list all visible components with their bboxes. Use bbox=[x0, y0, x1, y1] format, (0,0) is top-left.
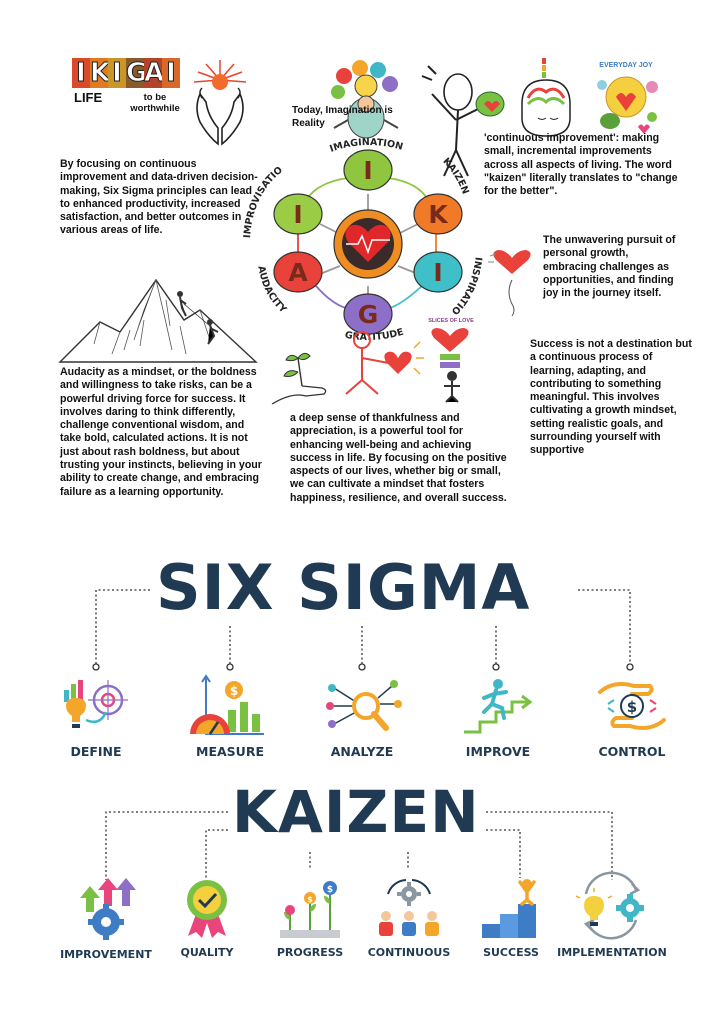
gear-arrows-icon bbox=[80, 878, 136, 940]
kaizen-item-improvement: IMPROVEMENT bbox=[58, 876, 154, 961]
meditation-head-illustration bbox=[521, 58, 571, 137]
imagination-note-text: Today, Imagination is Reality bbox=[292, 105, 393, 129]
success-label: SUCCESS bbox=[483, 946, 539, 959]
control-label: CONTROL bbox=[598, 744, 666, 759]
everyday-joy-title: EVERYDAY JOY bbox=[599, 62, 653, 69]
improvement-label: IMPROVEMENT bbox=[60, 948, 152, 961]
heart-giving-illustration bbox=[345, 331, 424, 395]
node-bottom-right-circle bbox=[413, 251, 463, 293]
node-top-right-letter: K bbox=[428, 200, 449, 229]
success-definition-text: Success is not a destination but a conti… bbox=[530, 338, 692, 457]
waving-figure-illustration bbox=[421, 65, 505, 177]
center-heart-icon bbox=[333, 209, 403, 279]
gauge-chart-icon: $ bbox=[190, 674, 264, 735]
target-bulb-icon bbox=[64, 680, 128, 728]
node-bottom-right-letter: I bbox=[433, 258, 442, 287]
ikigai-wheel: IMAGINATION KAIZEN INSPIRATION GRATITUDE… bbox=[232, 126, 484, 343]
kaizen-item-implementation: IMPLEMENTATION bbox=[556, 871, 668, 959]
ikigai-letter: I bbox=[72, 58, 90, 89]
ikigai-letter: K bbox=[90, 58, 111, 89]
node-bottom-left-circle bbox=[273, 251, 323, 293]
implementation-label: IMPLEMENTATION bbox=[557, 946, 667, 959]
gratitude-definition-text: a deep sense of thankfulness and appreci… bbox=[290, 412, 507, 504]
node-bottom-left: A bbox=[273, 251, 323, 293]
climbing-stairs-icon bbox=[464, 679, 533, 734]
svg-text:$: $ bbox=[627, 698, 637, 716]
imagination-figure-illustration bbox=[331, 60, 399, 139]
six-sigma-item-measure: $ MEASURE bbox=[184, 674, 276, 759]
hands-dollar-icon: $ bbox=[598, 682, 666, 730]
node-top-left-letter: I bbox=[293, 200, 302, 229]
team-gear-icon bbox=[379, 879, 439, 936]
ikigai-letter: G bbox=[126, 58, 148, 89]
six-sigma-intro-text: By focusing on continuous improvement an… bbox=[60, 158, 258, 237]
ikigai-letter: A bbox=[144, 58, 165, 89]
everyday-joy-illustration: EVERYDAY JOY bbox=[588, 62, 664, 140]
six-sigma-title: SIX SIGMA bbox=[156, 551, 531, 624]
kaizen-item-continuous: CONTINUOUS bbox=[366, 876, 452, 959]
magnifier-network-icon bbox=[326, 680, 402, 731]
ikigai-life: LIFE bbox=[74, 90, 103, 105]
money-plants-icon: $ $ bbox=[280, 881, 340, 938]
measure-label: MEASURE bbox=[196, 744, 264, 759]
node-bottom-right: I bbox=[413, 251, 463, 293]
ikigai-worthwhile: to be worthwhile bbox=[130, 92, 180, 114]
kaizen-item-quality: QUALITY bbox=[172, 876, 242, 959]
inspiration-definition-text: The unwavering pursuit of personal growt… bbox=[543, 234, 676, 300]
kaizen-connectors bbox=[105, 811, 613, 880]
bulb-gear-cycle-icon bbox=[575, 871, 644, 940]
ikigai-letter: I bbox=[162, 58, 180, 89]
node-bottom-left-letter: A bbox=[288, 258, 308, 287]
svg-text:$: $ bbox=[307, 895, 313, 904]
mountain-climbers-illustration bbox=[58, 278, 258, 363]
kaizen-item-success: SUCCESS bbox=[478, 876, 544, 959]
heart-balloon-illustration bbox=[488, 250, 531, 317]
continuous-label: CONTINUOUS bbox=[367, 946, 451, 959]
node-bottom: G bbox=[343, 293, 393, 335]
analyze-label: ANALYZE bbox=[330, 744, 394, 759]
six-sigma-item-analyze: ANALYZE bbox=[320, 676, 404, 759]
slices-of-love-title: SLICES OF LOVE bbox=[428, 318, 474, 324]
svg-text:$: $ bbox=[230, 684, 238, 698]
node-bottom-letter: G bbox=[358, 300, 379, 329]
node-top-circle bbox=[343, 149, 393, 191]
kaizen-item-progress: $ $ PROGRESS bbox=[272, 876, 348, 959]
imagination-note: Today, Imagination is Reality bbox=[292, 104, 410, 148]
quality-label: QUALITY bbox=[180, 946, 234, 959]
six-sigma-item-control: $ CONTROL bbox=[594, 676, 670, 759]
ikigai-letter: I bbox=[108, 58, 126, 89]
progress-label: PROGRESS bbox=[276, 946, 344, 959]
improve-label: IMPROVE bbox=[465, 744, 531, 759]
six-sigma-item-improve: IMPROVE bbox=[456, 676, 540, 759]
node-top-letter: I bbox=[363, 156, 372, 185]
node-top: I bbox=[343, 149, 393, 191]
svg-text:$: $ bbox=[327, 885, 333, 895]
podium-winner-icon bbox=[482, 879, 536, 938]
slices-of-love-illustration: SLICES OF LOVE bbox=[422, 318, 480, 404]
six-sigma-item-define: DEFINE bbox=[56, 676, 136, 759]
node-top-right-circle bbox=[413, 193, 463, 235]
kaizen-title: KAIZEN bbox=[232, 778, 480, 846]
audacity-definition-text: Audacity as a mindset, or the boldness a… bbox=[60, 366, 262, 498]
kaizen-definition-text: 'continuous improvement': making small, … bbox=[484, 132, 678, 198]
node-top-left-circle bbox=[273, 193, 323, 235]
six-sigma-connectors bbox=[92, 589, 634, 671]
define-label: DEFINE bbox=[70, 744, 122, 759]
quality-badge-icon bbox=[187, 880, 227, 938]
node-top-right: K bbox=[413, 193, 463, 235]
node-top-left: I bbox=[273, 193, 323, 235]
hand-plant-illustration bbox=[271, 352, 327, 405]
hands-sun-illustration bbox=[193, 60, 247, 146]
